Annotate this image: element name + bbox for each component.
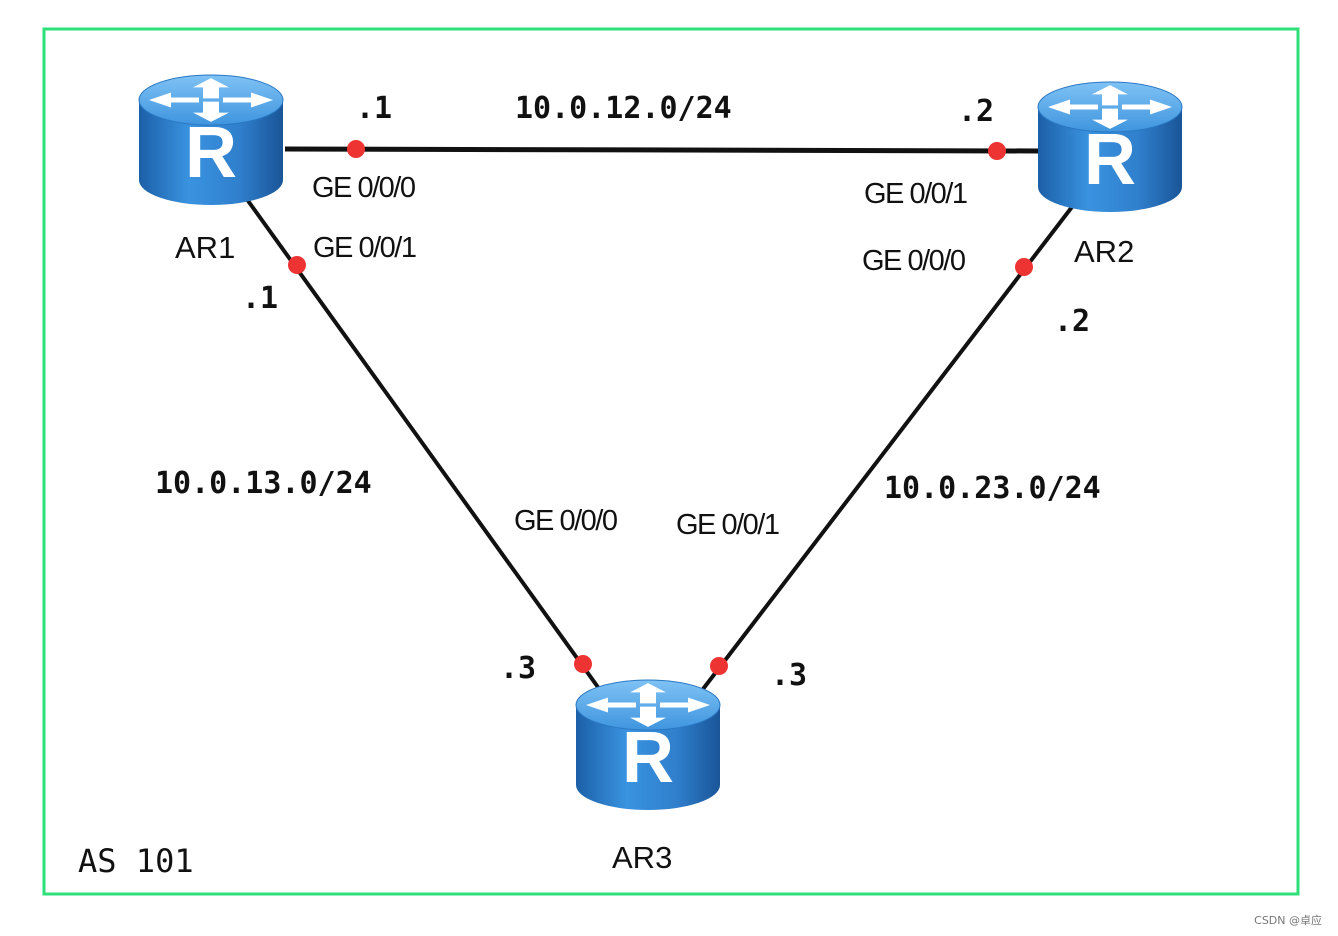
port-label-ar1-ge001: GE 0/0/1 — [313, 232, 416, 264]
port-dot-ar2-ge000 — [1015, 258, 1033, 276]
port-dot-ar1-ge001 — [288, 256, 306, 274]
router-ar3[interactable] — [575, 679, 721, 811]
link-ar1-ar3 — [244, 196, 602, 692]
host-label-ar3-13: .3 — [500, 651, 536, 686]
port-label-ar2-ge000: GE 0/0/0 — [862, 245, 965, 277]
port-dot-ar1-ge000 — [347, 140, 365, 158]
port-label-ar1-ge000: GE 0/0/0 — [312, 172, 415, 204]
port-dot-ar3-ge000 — [574, 655, 592, 673]
link-ar2-ar3 — [698, 201, 1077, 695]
subnet-label-12: 10.0.12.0/24 — [515, 91, 732, 126]
port-dot-ar2-ge001 — [988, 142, 1006, 160]
host-label-ar2-12: .2 — [958, 94, 994, 129]
router-label-ar2: AR2 — [1074, 234, 1134, 269]
router-icon — [575, 679, 721, 811]
router-icon — [1037, 81, 1183, 213]
router-ar2[interactable] — [1037, 81, 1183, 213]
subnet-label-13: 10.0.13.0/24 — [155, 466, 372, 501]
router-ar1[interactable] — [138, 74, 284, 206]
link-ar1-ar2 — [284, 146, 1041, 154]
host-label-ar3-23: .3 — [771, 658, 807, 693]
port-label-ar3-ge001: GE 0/0/1 — [676, 509, 779, 541]
port-label-ar2-ge001: GE 0/0/1 — [864, 178, 967, 210]
subnet-label-23: 10.0.23.0/24 — [884, 471, 1101, 506]
port-label-ar3-ge000: GE 0/0/0 — [514, 505, 617, 537]
host-label-ar2-23: .2 — [1054, 304, 1090, 339]
as-label: AS 101 — [78, 842, 194, 880]
watermark: CSDN @卓应 — [1254, 913, 1322, 927]
port-dot-ar3-ge001 — [710, 657, 728, 675]
router-icon — [138, 74, 284, 206]
router-label-ar1: AR1 — [175, 230, 235, 265]
host-label-ar1-12: .1 — [356, 91, 392, 126]
as-boundary — [42, 27, 1300, 896]
router-label-ar3: AR3 — [612, 840, 672, 875]
host-label-ar1-13: .1 — [242, 281, 278, 316]
